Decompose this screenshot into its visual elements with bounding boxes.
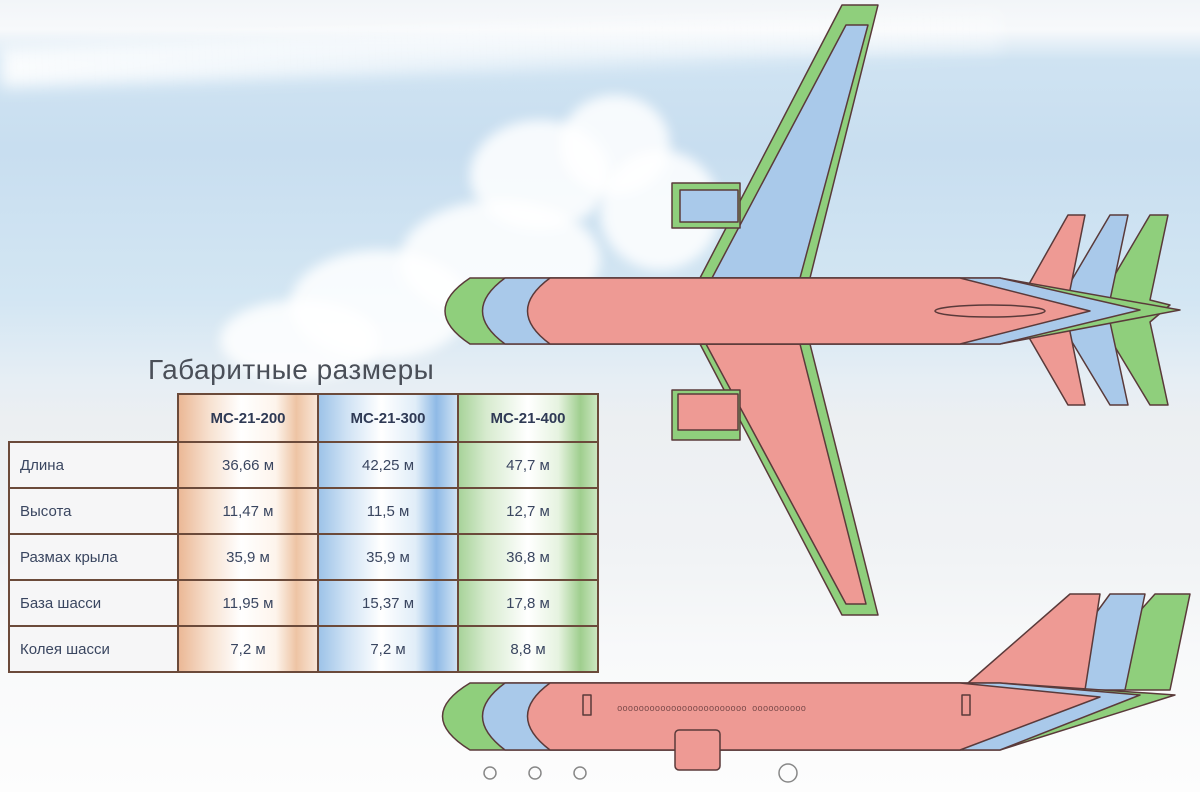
column-header-mc21-400: МС-21-400 <box>457 393 599 443</box>
cell-value: 11,5 м <box>317 487 459 535</box>
cell-value: 36,8 м <box>457 533 599 581</box>
cell-value: 35,9 м <box>317 533 459 581</box>
column-header-mc21-300: МС-21-300 <box>317 393 459 443</box>
cell-value: 7,2 м <box>317 625 459 673</box>
table-header-row: МС-21-200 МС-21-300 МС-21-400 <box>9 393 599 443</box>
cell-value: 36,66 м <box>177 441 319 489</box>
column-header-mc21-200: МС-21-200 <box>177 393 319 443</box>
row-label: Высота <box>8 487 179 535</box>
cell-value: 15,37 м <box>317 579 459 627</box>
table-row: Размах крыла 35,9 м 35,9 м 36,8 м <box>8 533 599 581</box>
dimensions-table: МС-21-200 МС-21-300 МС-21-400 Длина 36,6… <box>8 393 599 673</box>
table-row: База шасси 11,95 м 15,37 м 17,8 м <box>8 579 599 627</box>
cell-value: 11,47 м <box>177 487 319 535</box>
table-row: Колея шасси 7,2 м 7,2 м 8,8 м <box>8 625 599 673</box>
cell-value: 47,7 м <box>457 441 599 489</box>
table-row: Высота 11,47 м 11,5 м 12,7 м <box>8 487 599 535</box>
header-blank <box>9 394 178 442</box>
cell-value: 7,2 м <box>177 625 319 673</box>
svg-text:oooooooooooooooooooooooo oooo: oooooooooooooooooooooooo oooooooooo <box>617 704 806 714</box>
cloud <box>220 300 380 380</box>
cell-value: 11,95 м <box>177 579 319 627</box>
cell-value: 12,7 м <box>457 487 599 535</box>
row-label: Размах крыла <box>8 533 179 581</box>
cell-value: 42,25 м <box>317 441 459 489</box>
cell-value: 17,8 м <box>457 579 599 627</box>
table-row: Длина 36,66 м 42,25 м 47,7 м <box>8 441 599 489</box>
page-title: Габаритные размеры <box>148 354 435 385</box>
row-label: База шасси <box>8 579 179 627</box>
cell-value: 35,9 м <box>177 533 319 581</box>
row-label: Длина <box>8 441 179 489</box>
cell-value: 8,8 м <box>457 625 599 673</box>
row-label: Колея шасси <box>8 625 179 673</box>
